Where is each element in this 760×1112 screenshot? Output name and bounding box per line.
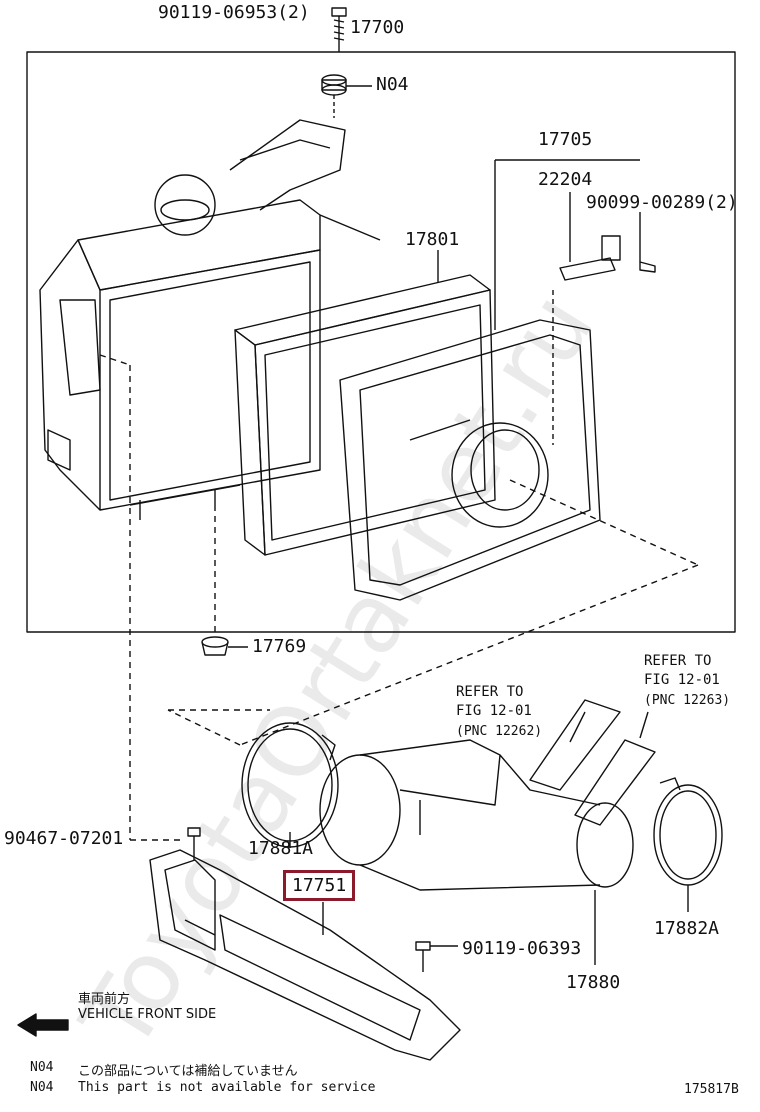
note-1-code: N04 [30, 1060, 54, 1075]
hose-clamp-17882a [653, 777, 723, 912]
grommet-n04 [321, 74, 372, 118]
vehicle-front-en: VEHICLE FRONT SIDE [78, 1007, 217, 1022]
ref-right-line3: (PNC 12263) [644, 693, 731, 708]
ref-right-line2: FIG 12-01 [644, 672, 720, 688]
bolt-90467-07201 [187, 827, 201, 860]
label-17880: 17880 [566, 972, 621, 993]
ref-right-line1: REFER TO [644, 653, 712, 669]
highlighted-part-17751[interactable]: 17751 [283, 870, 356, 901]
label-17705: 17705 [538, 129, 593, 150]
label-90467-07201: 90467-07201 [4, 828, 124, 849]
note-2-code: N04 [30, 1080, 54, 1095]
mass-air-flow-sensor [494, 159, 656, 330]
label-17882a: 17882A [654, 918, 720, 939]
label-90119-06393: 90119-06393 [462, 938, 582, 959]
air-duct-17751 [149, 849, 461, 1061]
label-90119-06953: 90119-06953(2) [158, 2, 310, 23]
vehicle-front-jp: 車両前方 [78, 992, 131, 1007]
air-cleaner-case [39, 119, 381, 520]
label-17881a: 17881A [248, 838, 314, 859]
label-n04: N04 [376, 74, 409, 95]
bolt-90119-06393 [415, 941, 458, 972]
air-cleaner-cap [339, 290, 601, 601]
hose-clamp-17881a [241, 722, 339, 848]
ref-left-line1: REFER TO [456, 684, 524, 700]
ref-left-line3: (PNC 12262) [456, 724, 543, 739]
intake-hose-17880 [319, 739, 634, 965]
vehicle-front-arrow-icon [17, 1013, 69, 1037]
note-1-text: この部品については補給していません [78, 1064, 298, 1079]
bolt-90119-06953 [331, 7, 347, 52]
label-17801: 17801 [405, 229, 460, 250]
ref-left-line2: FIG 12-01 [456, 703, 532, 719]
dashed-leaders [99, 354, 699, 841]
assembly-frame [26, 51, 736, 633]
grommet-17769 [201, 636, 248, 656]
ref-tubes [529, 699, 656, 826]
label-17769: 17769 [252, 636, 307, 657]
filter-element [234, 250, 496, 556]
note-2-text: This part is not available for service [78, 1080, 376, 1095]
label-90099-00289: 90099-00289(2) [586, 192, 738, 213]
label-22204: 22204 [538, 169, 593, 190]
figure-id: 175817B [684, 1082, 739, 1097]
label-17700: 17700 [350, 17, 405, 38]
